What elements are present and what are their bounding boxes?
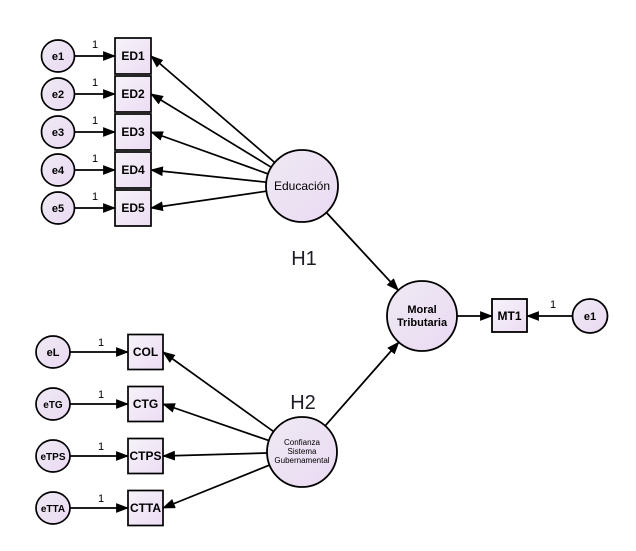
loading-label-etta: 1 — [98, 493, 104, 505]
indicator-label-col: COL — [133, 345, 158, 359]
indicator-box-ed5 — [114, 189, 152, 227]
error-label-e3: e3 — [52, 127, 64, 139]
error-circle-e1-mt — [571, 298, 609, 334]
hypothesis-label-h2: H2 — [290, 392, 316, 414]
error-label-e1-mt: e1 — [584, 311, 596, 323]
indicator-box-ctg — [127, 385, 164, 423]
loading-label-e2: 1 — [92, 77, 98, 89]
latent-label-confianza-line3: Gubernamental — [274, 456, 329, 465]
path-confianza-ctps — [161, 450, 268, 461]
indicator-label-ed3: ED3 — [121, 125, 145, 139]
loading-label-mt1: 1 — [550, 299, 556, 311]
loading-label-e1: 1 — [92, 39, 98, 51]
path-educacion-ed2 — [150, 93, 272, 169]
error-label-e5: e5 — [52, 203, 64, 215]
indicator-box-ctps — [127, 437, 164, 475]
path-educacion-ed3 — [149, 131, 269, 175]
loading-label-e5: 1 — [92, 191, 98, 203]
moral-indicator-group: MT1 e1 1 — [491, 298, 609, 334]
error-label-e4: e4 — [52, 165, 65, 177]
error-label-el: eL — [47, 347, 60, 359]
indicator-box-ed3 — [114, 113, 152, 151]
path-educacion-ed4 — [149, 166, 267, 184]
confianza-measurement-labels: eL eTG eTPS eTTA COL CTG CTPS CTTA 1 1 1… — [40, 337, 161, 515]
indicator-box-ed4 — [114, 151, 152, 189]
indicator-label-ed5: ED5 — [121, 201, 145, 215]
path-confianza-ctta — [161, 464, 270, 509]
latent-label-educacion: Educación — [274, 179, 330, 193]
error-circle-e3 — [40, 115, 76, 149]
confianza-measurement-group — [35, 333, 275, 527]
education-measurement-labels: e1 e2 e3 e4 e5 ED1 ED2 ED3 ED4 ED5 1 1 1… — [52, 39, 145, 215]
latent-label-moral-line1: Moral — [407, 304, 436, 316]
path-educacion-moral — [325, 211, 400, 292]
loading-label-etg: 1 — [98, 389, 104, 401]
latent-label-confianza-line2: Sistema — [288, 447, 317, 456]
error-label-e1: e1 — [52, 51, 64, 63]
indicator-label-ed4: ED4 — [121, 163, 145, 177]
error-circle-e4 — [40, 153, 76, 187]
indicator-box-ed1 — [114, 37, 152, 75]
error-circle-etg — [35, 387, 71, 421]
error-circle-etps — [35, 439, 71, 473]
indicator-box-col — [127, 333, 164, 371]
path-confianza-col — [162, 351, 275, 433]
error-circle-el — [35, 335, 71, 369]
error-label-etg: eTG — [43, 400, 63, 411]
indicator-box-mt1 — [491, 298, 528, 333]
latent-label-confianza-line1: Confianza — [284, 438, 321, 447]
indicator-label-ctta: CTTA — [130, 501, 161, 515]
loading-label-e4: 1 — [92, 153, 98, 165]
path-educacion-ed5 — [149, 190, 267, 212]
error-circle-etta — [35, 491, 71, 525]
path-confianza-ctg — [161, 403, 270, 442]
latent-circle-educacion — [265, 149, 339, 223]
indicator-label-ctg: CTG — [133, 397, 158, 411]
path-educacion-ed1 — [150, 55, 276, 164]
error-label-e2: e2 — [52, 89, 64, 101]
indicator-label-ctps: CTPS — [129, 449, 161, 463]
indicator-box-ctta — [127, 489, 164, 527]
latent-label-moral-line2: Tributaria — [397, 317, 448, 329]
education-measurement-group — [40, 37, 276, 227]
indicator-label-mt1: MT1 — [498, 309, 522, 323]
loading-label-el: 1 — [98, 337, 104, 349]
error-label-etps: eTPS — [40, 452, 65, 463]
hypothesis-label-h1: H1 — [291, 248, 317, 270]
path-confianza-moral — [324, 341, 400, 427]
indicator-box-ed2 — [114, 75, 152, 113]
indicator-label-ed1: ED1 — [121, 49, 145, 63]
latent-circle-confianza — [266, 416, 338, 488]
error-label-etta: eTTA — [41, 504, 65, 515]
latent-circle-moral-tributaria — [386, 280, 458, 352]
latent-variables: Educación Moral Tributaria Confianza Sis… — [265, 149, 458, 488]
error-circle-e2 — [40, 77, 76, 111]
loading-label-etps: 1 — [98, 441, 104, 453]
indicator-label-ed2: ED2 — [121, 87, 145, 101]
error-circle-e5 — [40, 191, 76, 225]
error-circle-e1 — [40, 39, 76, 73]
structural-paths — [324, 211, 573, 427]
loading-label-e3: 1 — [92, 115, 98, 127]
